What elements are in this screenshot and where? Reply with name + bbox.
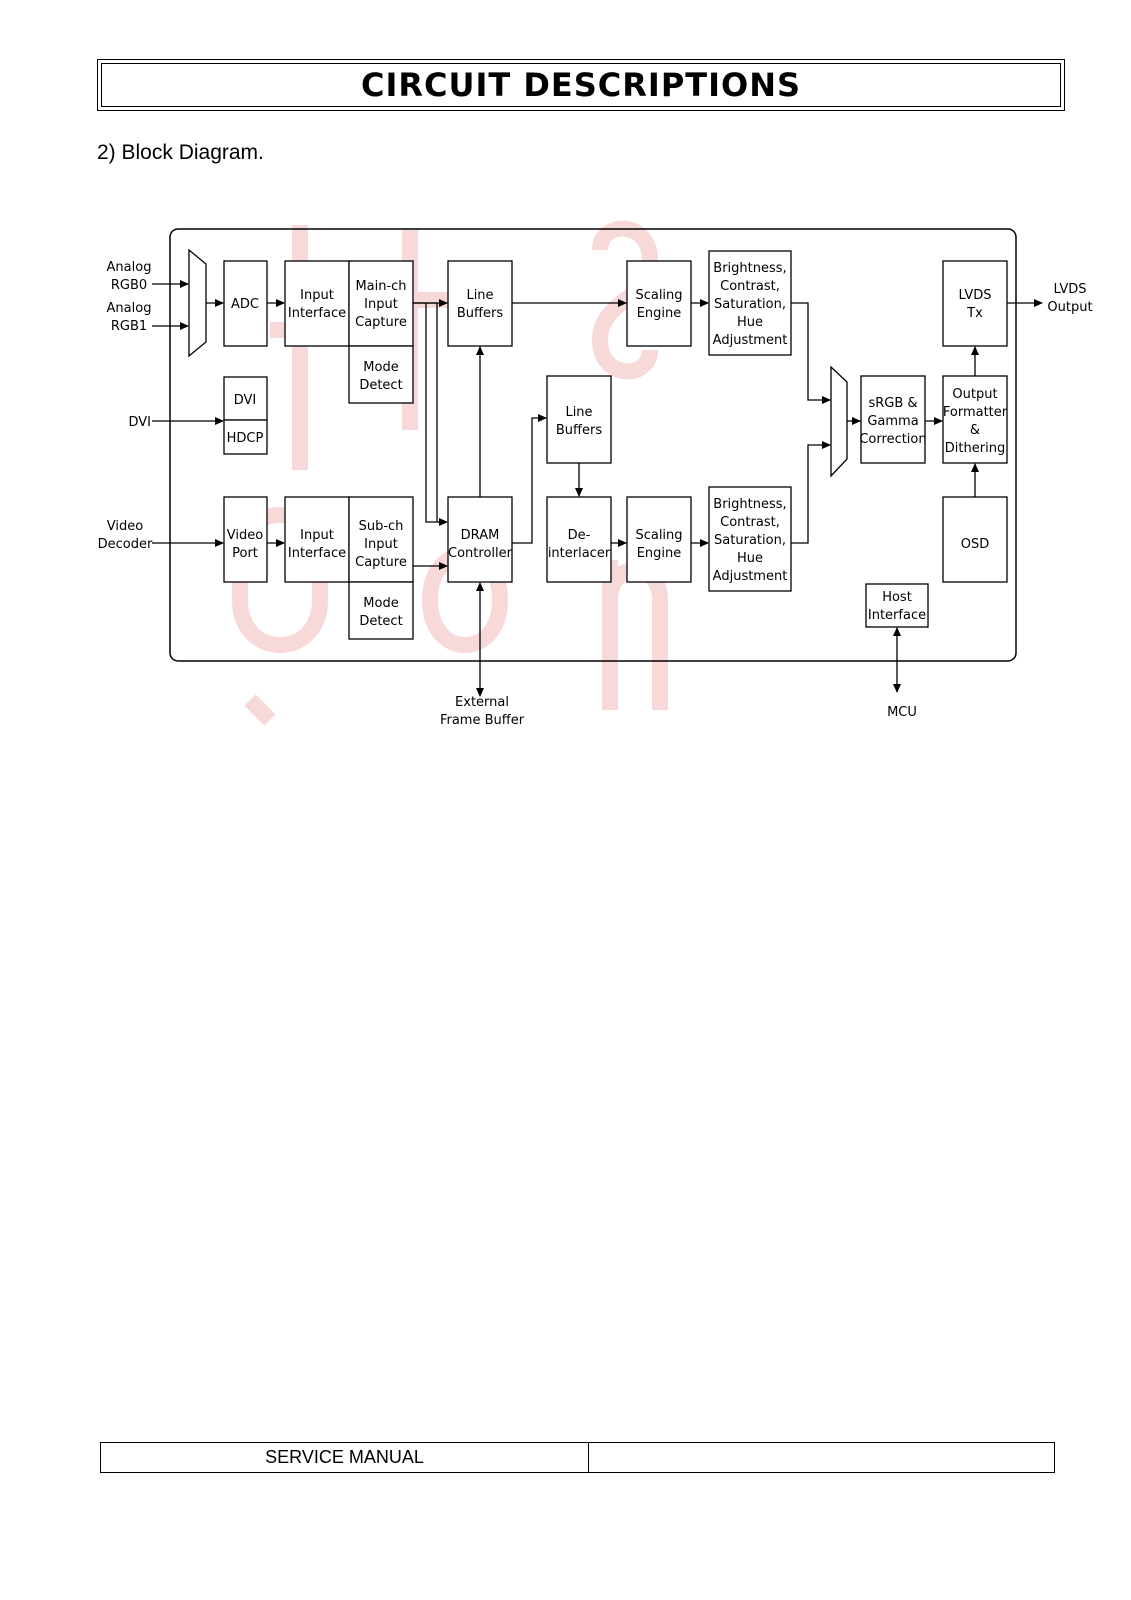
osd-block — [942, 496, 1008, 583]
connections — [152, 280, 1043, 697]
scaling-engine-sub-block — [626, 496, 692, 583]
osd-label: OSD — [961, 537, 990, 552]
dvi-label: DVI — [234, 393, 257, 408]
mode-detect-main-block — [348, 345, 414, 404]
section-heading: 2) Block Diagram. — [97, 141, 264, 164]
input-mux — [188, 248, 207, 358]
deinterlacer-label: De-interlacer — [548, 528, 611, 561]
title-box: CIRCUIT DESCRIPTIONS — [97, 59, 1065, 111]
footer-service-manual: SERVICE MANUAL — [101, 1443, 589, 1472]
page-title: CIRCUIT DESCRIPTIONS — [360, 66, 802, 104]
deinterlacer-block — [546, 496, 612, 583]
ext-label-dvi: DVI — [128, 415, 151, 430]
hdcp-block — [223, 419, 268, 455]
ext-label-mcu: MCU — [887, 705, 917, 720]
input-interface-main-block — [284, 260, 350, 347]
sub-ch-input-capture-block — [348, 496, 414, 583]
line-buffers-main-block — [447, 260, 513, 347]
dvi-block — [223, 376, 268, 421]
output-formatter-block — [942, 375, 1008, 464]
scaling-engine-main-block — [626, 260, 692, 347]
chip-boundary — [169, 228, 1017, 662]
adc-label: ADC — [231, 297, 259, 312]
host-interface-block — [865, 583, 929, 628]
mode-detect-sub-block — [348, 581, 414, 640]
title-inner-frame: CIRCUIT DESCRIPTIONS — [101, 63, 1061, 107]
hdcp-label: HDCP — [227, 431, 264, 446]
footer-table: SERVICE MANUAL — [100, 1442, 1055, 1473]
bcsh-sub-block — [708, 486, 792, 592]
srgb-gamma-block — [860, 375, 926, 464]
output-mux — [830, 365, 848, 478]
video-port-block — [223, 496, 268, 583]
lvds-tx-block — [942, 260, 1008, 347]
footer-right-cell — [589, 1443, 1054, 1472]
dram-controller-block — [447, 496, 513, 583]
bcsh-main-block — [708, 250, 792, 356]
line-buffers-sub-block — [546, 375, 612, 464]
input-interface-sub-block — [284, 496, 350, 583]
main-ch-input-capture-block — [348, 260, 414, 347]
